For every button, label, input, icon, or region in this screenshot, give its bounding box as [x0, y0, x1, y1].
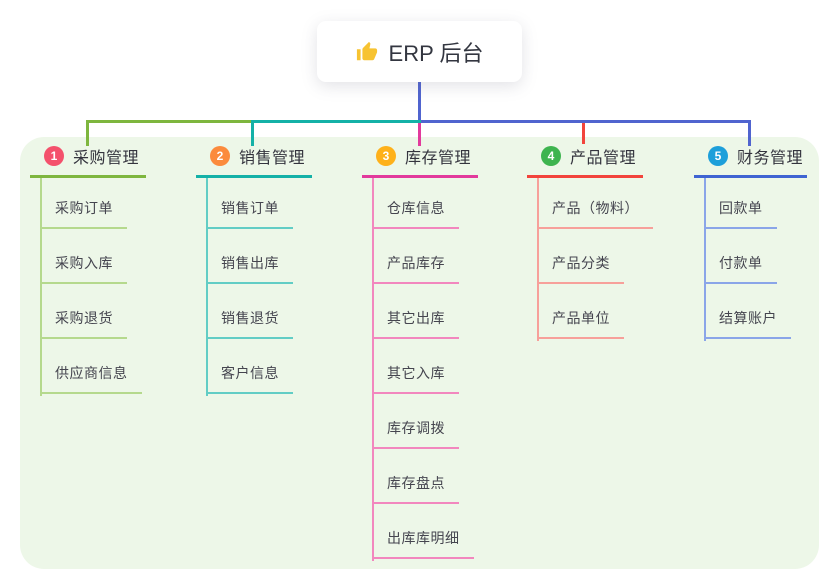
child-node[interactable]: 产品（物料）: [537, 178, 653, 229]
child-node[interactable]: 销售退货: [206, 284, 312, 339]
branch-children: 销售订单销售出库销售退货客户信息: [196, 178, 312, 396]
child-node-label: 库存调拨: [372, 418, 459, 449]
branch-number-badge: 3: [376, 146, 396, 166]
child-node-label: 回款单: [704, 198, 777, 229]
child-node[interactable]: 销售出库: [206, 229, 312, 284]
child-node-label: 其它出库: [372, 308, 459, 339]
child-node[interactable]: 其它入库: [372, 339, 478, 394]
branch-column: 1 采购管理 采购订单采购入库采购退货供应商信息: [30, 146, 146, 396]
child-node[interactable]: 付款单: [704, 229, 807, 284]
child-node[interactable]: 客户信息: [206, 339, 312, 394]
children-connector-line: [537, 178, 539, 341]
child-node-label: 付款单: [704, 253, 777, 284]
branch-title: 财务管理: [737, 150, 804, 167]
background-panel: [20, 137, 819, 569]
child-node-label: 客户信息: [206, 363, 293, 394]
branch-number-badge: 4: [541, 146, 561, 166]
branch-node[interactable]: 5 财务管理: [694, 146, 807, 178]
child-node-label: 产品库存: [372, 253, 459, 284]
branch-column: 5 财务管理 回款单付款单结算账户: [694, 146, 807, 341]
child-node[interactable]: 产品单位: [537, 284, 653, 339]
branch-column: 2 销售管理 销售订单销售出库销售退货客户信息: [196, 146, 312, 396]
child-node[interactable]: 采购入库: [40, 229, 146, 284]
branch-node[interactable]: 4 产品管理: [527, 146, 643, 178]
branch-title: 采购管理: [73, 150, 140, 167]
child-node-label: 结算账户: [704, 308, 791, 339]
branch-number-badge: 1: [44, 146, 64, 166]
branch-title: 销售管理: [239, 150, 306, 167]
branch-number-badge: 5: [708, 146, 728, 166]
branch-column: 3 库存管理 仓库信息产品库存其它出库其它入库库存调拨库存盘点出库库明细: [362, 146, 478, 561]
branch-number-badge: 2: [210, 146, 230, 166]
child-node[interactable]: 销售订单: [206, 178, 312, 229]
child-node[interactable]: 库存调拨: [372, 394, 478, 449]
branch-children: 仓库信息产品库存其它出库其它入库库存调拨库存盘点出库库明细: [362, 178, 478, 561]
children-connector-line: [704, 178, 706, 341]
branch-children: 回款单付款单结算账户: [694, 178, 807, 341]
child-node[interactable]: 其它出库: [372, 284, 478, 339]
connector-path: [419, 120, 751, 146]
child-node-label: 销售退货: [206, 308, 293, 339]
branch-node[interactable]: 1 采购管理: [30, 146, 146, 178]
branch-title: 产品管理: [570, 150, 637, 167]
child-node[interactable]: 产品分类: [537, 229, 653, 284]
branch-children: 采购订单采购入库采购退货供应商信息: [30, 178, 146, 396]
child-node-label: 供应商信息: [40, 363, 142, 394]
child-node-label: 销售订单: [206, 198, 293, 229]
branch-column: 4 产品管理 产品（物料） 产品分类产品单位: [527, 146, 653, 341]
child-node[interactable]: 结算账户: [704, 284, 807, 339]
child-node-label: 采购退货: [40, 308, 127, 339]
child-node[interactable]: 回款单: [704, 178, 807, 229]
child-node-label: 采购订单: [40, 198, 127, 229]
branch-node[interactable]: 2 销售管理: [196, 146, 312, 178]
branch-node[interactable]: 3 库存管理: [362, 146, 478, 178]
connector-path: [251, 120, 421, 146]
child-node[interactable]: 采购订单: [40, 178, 146, 229]
connector-path: [86, 120, 254, 146]
child-node-label: 库存盘点: [372, 473, 459, 504]
child-node-label: 采购入库: [40, 253, 127, 284]
child-node-label: 仓库信息: [372, 198, 459, 229]
branch-children: 产品（物料） 产品分类产品单位: [527, 178, 653, 341]
root-node[interactable]: ERP 后台: [317, 21, 522, 82]
children-connector-line: [206, 178, 208, 396]
child-node-label: 产品（物料）: [537, 198, 653, 229]
child-node[interactable]: 采购退货: [40, 284, 146, 339]
child-node[interactable]: 库存盘点: [372, 449, 478, 504]
child-node[interactable]: 出库库明细: [372, 504, 478, 559]
child-node[interactable]: 仓库信息: [372, 178, 478, 229]
child-node-label: 其它入库: [372, 363, 459, 394]
child-node[interactable]: 供应商信息: [40, 339, 146, 394]
child-node[interactable]: 产品库存: [372, 229, 478, 284]
branch-title: 库存管理: [405, 150, 472, 167]
child-node-label: 产品分类: [537, 253, 624, 284]
thumbs-up-path: [356, 41, 377, 60]
thumbs-up-icon: [356, 41, 378, 63]
child-node-label: 销售出库: [206, 253, 293, 284]
child-node-label: 产品单位: [537, 308, 624, 339]
root-node-title: ERP 后台: [388, 40, 484, 66]
children-connector-line: [372, 178, 374, 561]
child-node-label: 出库库明细: [372, 528, 474, 559]
children-connector-line: [40, 178, 42, 396]
